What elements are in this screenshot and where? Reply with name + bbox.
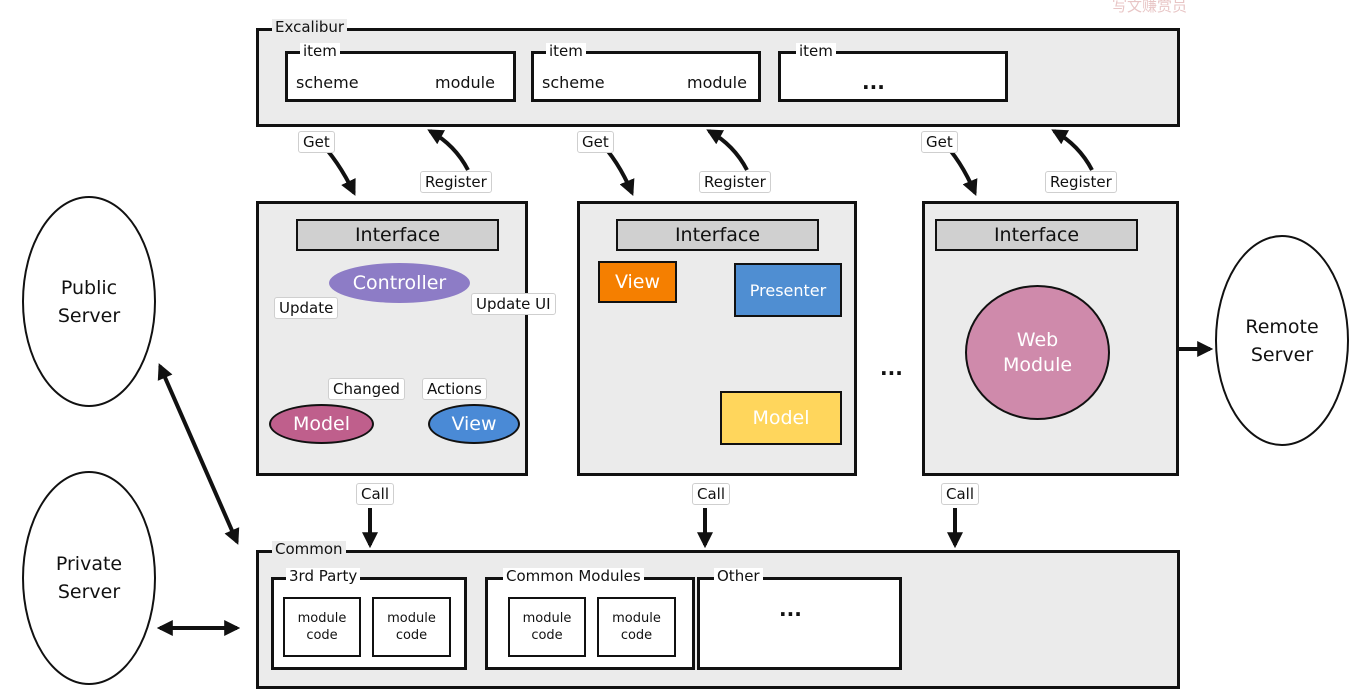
private-server: Private Server <box>22 471 156 685</box>
excalibur-label: Excalibur <box>272 19 348 35</box>
item-1-label: item <box>300 43 340 59</box>
other-ellipsis: ... <box>779 597 802 621</box>
web-module: Web Module <box>965 285 1110 420</box>
changed-tag: Changed <box>328 378 405 400</box>
excalibur-item-2 <box>531 51 761 102</box>
item-2-scheme: scheme <box>542 73 605 92</box>
common-label: Common <box>272 541 346 557</box>
register-tag-2: Register <box>699 171 771 193</box>
mvp-model: Model <box>720 391 842 445</box>
watermark: 写文赚赏员 <box>1112 0 1188 15</box>
update-ui-tag: Update UI <box>471 293 556 315</box>
other-label: Other <box>714 568 763 584</box>
item-3-ellipsis: ... <box>862 70 885 94</box>
modules-ellipsis: ... <box>880 356 903 380</box>
remote-server: Remote Server <box>1215 235 1349 446</box>
call-tag-2: Call <box>692 483 731 505</box>
third-party-module-1: module code <box>283 597 361 657</box>
register-arrow-3 <box>1051 129 1094 171</box>
excalibur-item-1 <box>285 51 516 102</box>
item-2-module: module <box>687 73 747 92</box>
item-1-module: module <box>435 73 495 92</box>
get-tag-3: Get <box>921 131 958 153</box>
common-module-2: module code <box>597 597 676 657</box>
actions-tag: Actions <box>422 378 487 400</box>
mvc-interface: Interface <box>296 219 499 251</box>
register-arrow-2 <box>706 129 749 171</box>
register-arrow-1 <box>427 129 470 171</box>
mvp-view: View <box>598 261 677 303</box>
third-party-module-2: module code <box>372 597 451 657</box>
mvp-presenter: Presenter <box>734 263 842 317</box>
item-1-scheme: scheme <box>296 73 359 92</box>
public-common-arrow <box>157 363 240 545</box>
item-3-label: item <box>796 43 836 59</box>
web-interface: Interface <box>935 219 1138 251</box>
item-2-label: item <box>546 43 586 59</box>
mvp-interface: Interface <box>616 219 819 251</box>
call-tag-3: Call <box>941 483 980 505</box>
update-tag: Update <box>274 297 339 319</box>
public-server: Public Server <box>22 196 156 407</box>
mvc-controller: Controller <box>329 263 470 303</box>
call-tag-1: Call <box>356 483 395 505</box>
mvc-model: Model <box>269 404 374 444</box>
common-module-1: module code <box>508 597 586 657</box>
excalibur-item-3 <box>778 51 1008 102</box>
common-modules-label: Common Modules <box>503 568 644 584</box>
register-tag-1: Register <box>420 171 492 193</box>
register-tag-3: Register <box>1045 171 1117 193</box>
other-group <box>697 577 902 670</box>
third-party-label: 3rd Party <box>286 568 361 584</box>
mvc-view: View <box>428 404 520 444</box>
get-tag-2: Get <box>577 131 614 153</box>
get-tag-1: Get <box>298 131 335 153</box>
